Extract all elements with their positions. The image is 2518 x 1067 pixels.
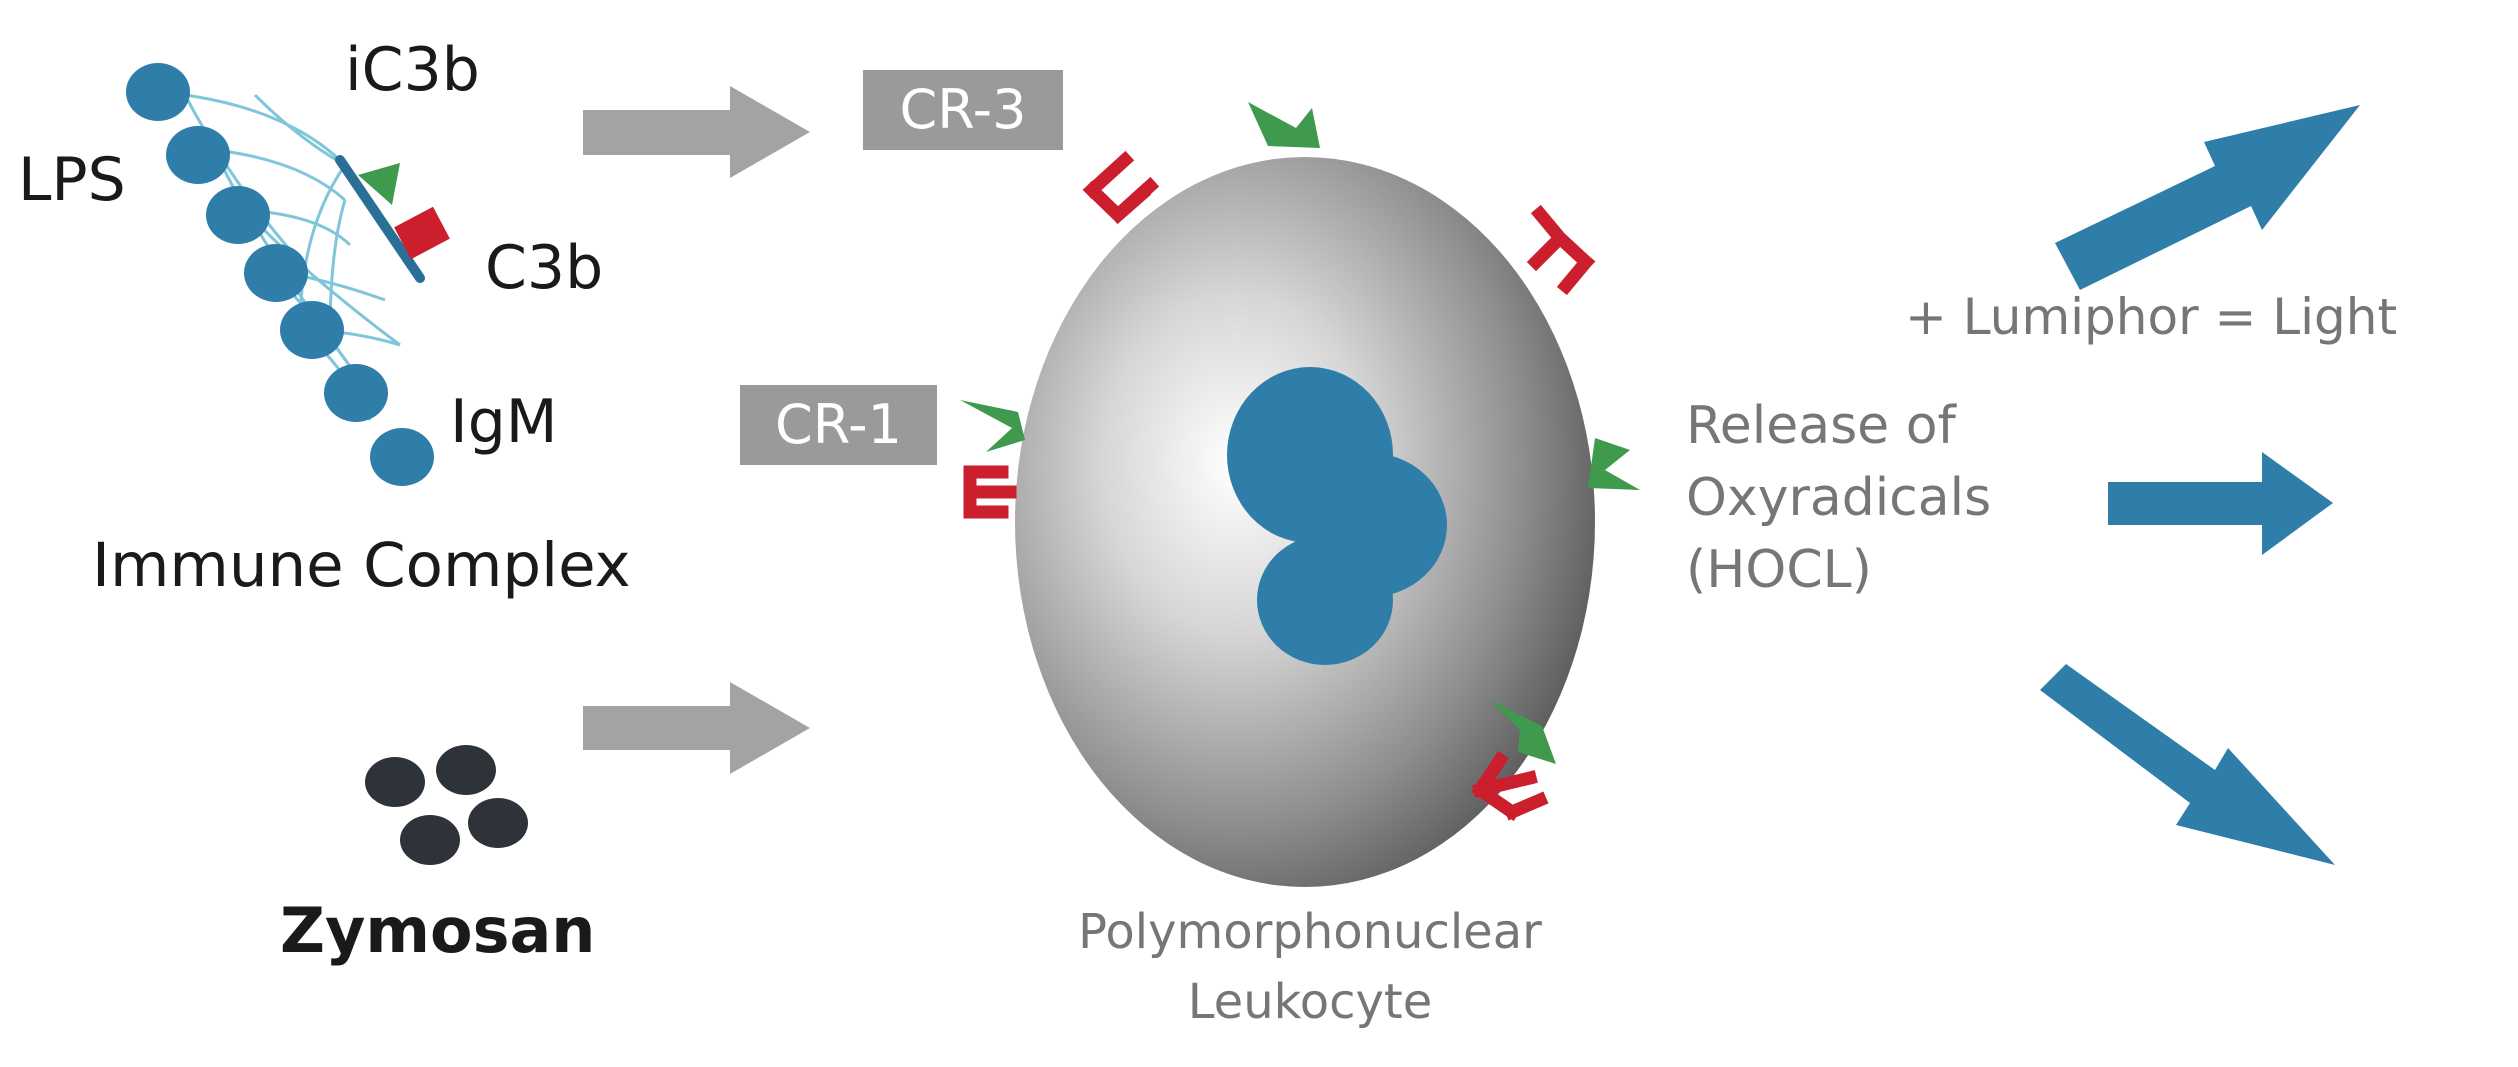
label-cr1: CR-1	[740, 385, 937, 465]
zymosan-particle	[365, 757, 425, 807]
label-release-line1: Release of	[1686, 396, 1956, 456]
input-arrow-bottom	[583, 682, 810, 774]
green-receptor-left	[960, 400, 1025, 452]
zymosan-particle	[468, 798, 528, 848]
lps-bead	[324, 364, 388, 422]
lps-bead	[280, 301, 344, 359]
lps-bead	[370, 428, 434, 486]
lps-bead	[126, 63, 190, 121]
lps-bead	[206, 186, 270, 244]
green-receptor-top	[1248, 102, 1320, 148]
label-cell-line1: Polymorphonuclear	[1078, 904, 1542, 960]
output-arrow-right	[2108, 452, 2333, 555]
igm-bar	[335, 155, 425, 283]
red-receptor-top-left	[1082, 150, 1160, 225]
c3b-block	[394, 206, 450, 260]
label-immune-complex: Immune Complex	[92, 530, 631, 601]
label-zymosan: Zymosan	[280, 894, 596, 967]
red-receptor-top-right	[1526, 204, 1596, 296]
label-ic3b: iC3b	[345, 35, 480, 105]
output-arrow-down	[2040, 664, 2335, 865]
immune-complex	[126, 63, 450, 486]
zymosan-particle	[400, 815, 460, 865]
leukocyte-cell	[960, 102, 1640, 887]
zymosan-particles	[365, 745, 528, 865]
green-receptor-lower	[1490, 700, 1556, 764]
lps-bead	[166, 126, 230, 184]
lps-chain	[126, 63, 434, 486]
lps-bead	[244, 244, 308, 302]
label-release-line2: Oxyradicals	[1686, 468, 1992, 528]
input-arrow-top	[583, 86, 810, 178]
label-c3b: C3b	[485, 233, 604, 303]
label-cr3: CR-3	[863, 70, 1063, 150]
ic3b-receptor-shape	[358, 163, 400, 205]
zymosan-particle	[436, 745, 496, 795]
output-arrow-up	[2055, 105, 2360, 290]
label-igm: IgM	[450, 387, 558, 457]
red-receptor-lower	[1471, 750, 1549, 822]
green-receptor-right	[1588, 438, 1640, 490]
label-lumiphor: + Lumiphor = Light	[1905, 288, 2398, 346]
red-receptor-left	[963, 465, 1017, 519]
label-cell-line2: Leukocyte	[1187, 974, 1433, 1030]
cell-nucleus	[1227, 367, 1447, 665]
label-lps: LPS	[18, 145, 126, 215]
label-release-line3: (HOCL)	[1686, 540, 1872, 600]
